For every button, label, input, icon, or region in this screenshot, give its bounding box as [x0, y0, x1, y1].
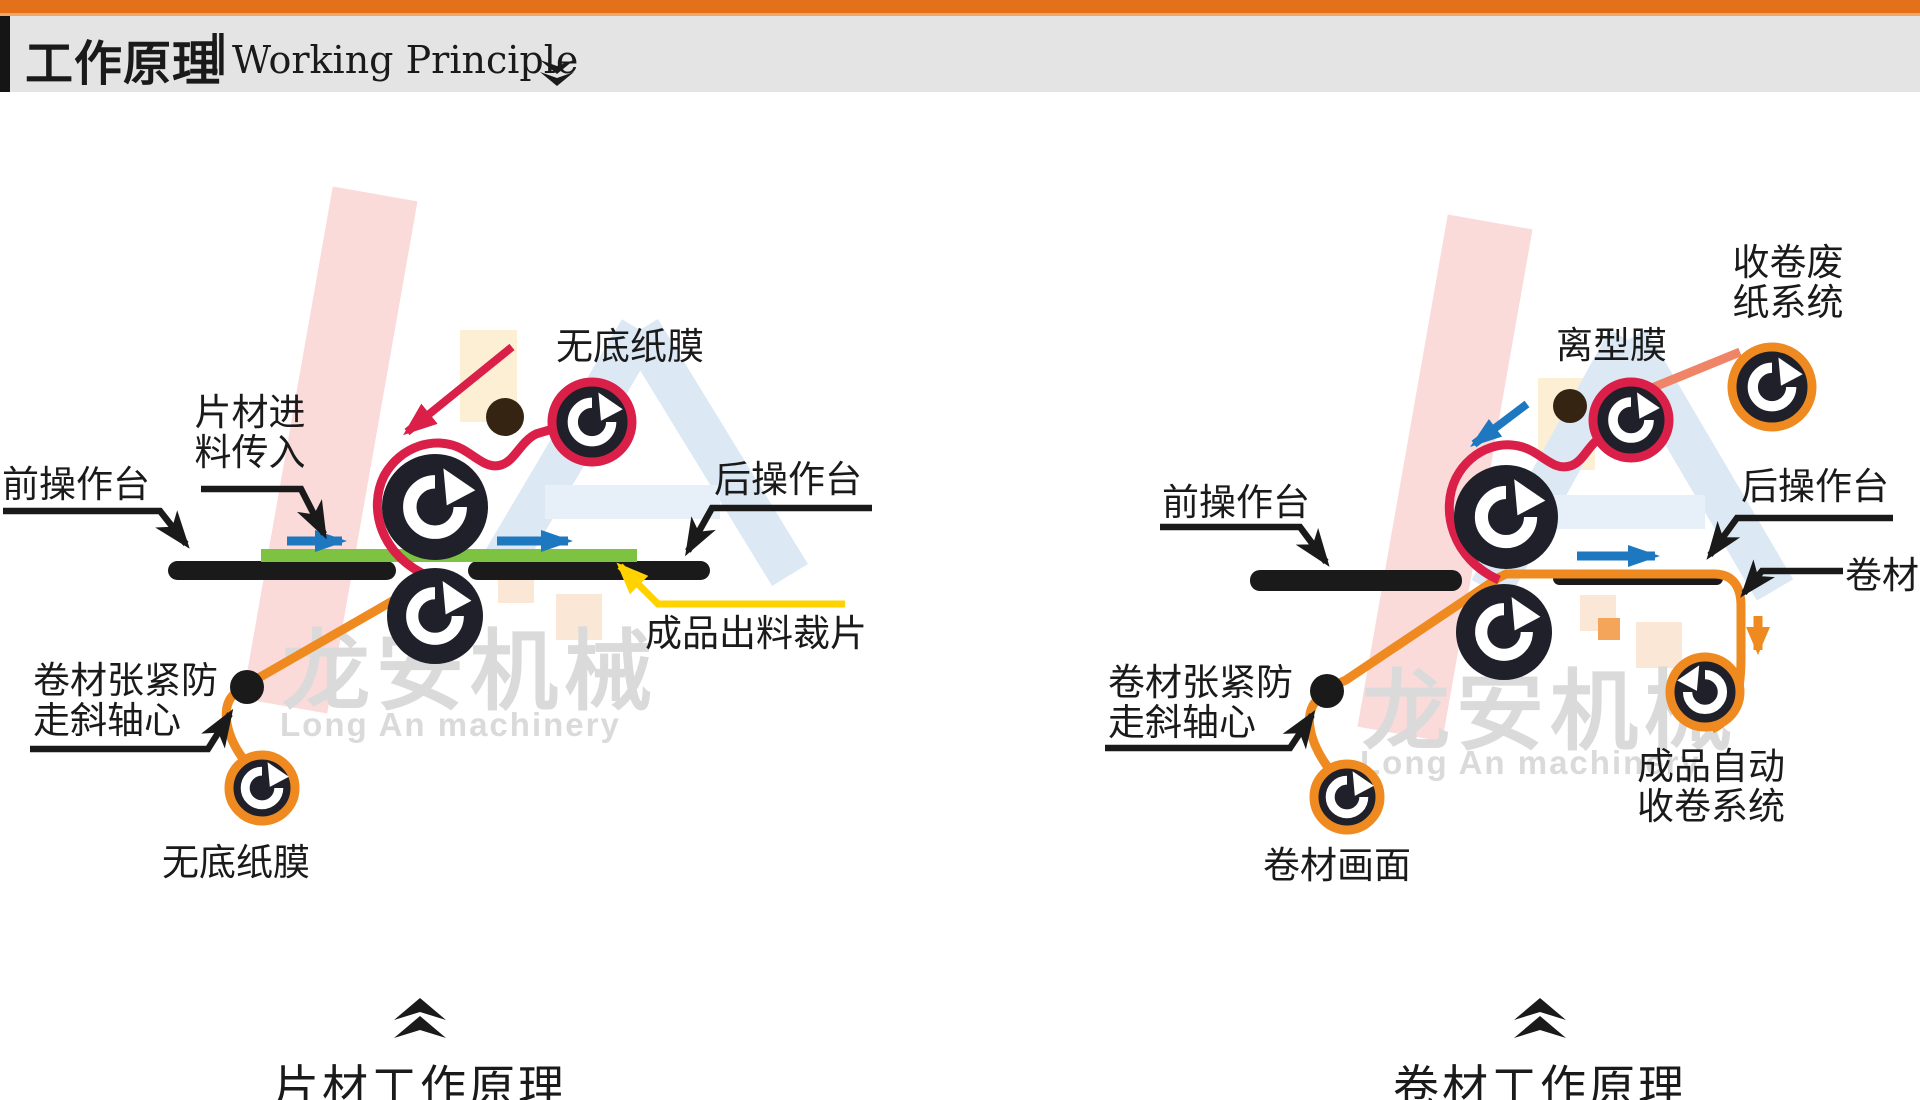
film-web-crimson — [372, 423, 558, 582]
label-line: 纸系统 — [1732, 281, 1844, 323]
header-band — [0, 16, 1920, 92]
film-direction-arrow — [403, 343, 515, 436]
label-tension: 卷材张紧防走斜轴心 — [1108, 663, 1293, 743]
label-tension: 卷材张紧防走斜轴心 — [33, 661, 218, 741]
web-label-leader — [1740, 559, 1843, 598]
double-chevron-down-icon — [540, 60, 574, 86]
release-film-web — [1444, 427, 1615, 585]
web-unwind-roll — [1309, 759, 1385, 835]
watermark-text-en: Long An machinery — [280, 706, 621, 743]
label-rear-table: 后操作台 — [1741, 466, 1889, 507]
product-rewind-roll — [1665, 652, 1745, 732]
label-line: 成品自动 — [1637, 746, 1785, 787]
label-front-table: 前操作台 — [2, 464, 150, 505]
front-table-right — [1250, 570, 1462, 591]
label-line: 料传入 — [194, 431, 306, 473]
waste-rewind-roll — [1727, 342, 1817, 432]
label-line: 走斜轴心 — [33, 699, 181, 741]
tension-leader — [30, 708, 234, 753]
label-waste-rewind: 收卷废纸系统 — [1725, 243, 1851, 323]
upper-nip-roller — [382, 454, 488, 560]
label-line: 收卷系统 — [1637, 785, 1785, 827]
label-web-picture: 卷材画面 — [1263, 845, 1411, 886]
up-chevron-icon — [394, 998, 446, 1038]
label-line: 卷材张紧防 — [33, 660, 218, 701]
lower-nip-roller — [387, 568, 483, 664]
tension-shaft — [230, 670, 264, 704]
caption-roll: 卷材工作原理 — [1393, 1061, 1687, 1100]
release-film-roll — [1588, 377, 1674, 463]
caption-sheet: 片材工作原理 — [273, 1061, 567, 1100]
film-direction-arrow — [1470, 400, 1530, 448]
output-leader — [616, 562, 845, 608]
label-film-roll-bottom: 无底纸膜 — [162, 842, 310, 883]
front-table-left — [168, 561, 396, 580]
label-line: 走斜轴心 — [1108, 701, 1256, 743]
label-line: 卷材张紧防 — [1108, 662, 1293, 703]
page-title-en: Working Principle — [232, 38, 579, 82]
lower-nip-roller — [1456, 584, 1552, 680]
tension-shaft — [1310, 674, 1344, 708]
label-product-rewind: 成品自动收卷系统 — [1637, 747, 1785, 827]
rear-table-leader — [1706, 514, 1893, 560]
label-output: 成品出料裁片 — [645, 613, 867, 654]
front-table-leader — [1160, 523, 1330, 567]
page-title-cn: 工作原理 — [25, 36, 222, 92]
waste-web-salmon — [1640, 347, 1742, 397]
watermark-logo-left: 龙安机械 Long An machinery — [242, 186, 808, 743]
guide-roller — [486, 398, 524, 436]
label-line: 收卷废 — [1732, 242, 1844, 283]
front-table-leader — [3, 507, 190, 549]
sheet-feed-leader — [201, 485, 327, 540]
sheet-diagram — [3, 343, 872, 1038]
tension-leader — [1105, 710, 1316, 752]
label-sheet-feed: 片材进料传入 — [190, 393, 310, 473]
header-accent-bar — [0, 0, 1920, 16]
title-divider: ‖ — [207, 26, 228, 75]
label-rear-table: 后操作台 — [714, 459, 862, 500]
guide-roller — [1553, 389, 1587, 423]
up-chevron-icon — [1514, 998, 1566, 1038]
film-unwind-roll — [224, 750, 300, 826]
roll-diagram — [1105, 342, 1893, 1038]
label-line: 片材进 — [194, 392, 306, 433]
watermark-text-en: Long An machinery — [1360, 744, 1701, 781]
upper-nip-roller — [1454, 465, 1558, 569]
film-roll-top — [547, 377, 637, 467]
header-edge-block — [0, 16, 10, 92]
label-web: 卷材 — [1845, 555, 1919, 596]
label-front-table: 前操作台 — [1162, 482, 1310, 523]
label-release-film: 离型膜 — [1556, 325, 1667, 366]
label-film-roll-top: 无底纸膜 — [556, 326, 704, 367]
rear-table-leader — [685, 504, 872, 557]
rear-table-left — [468, 561, 710, 580]
